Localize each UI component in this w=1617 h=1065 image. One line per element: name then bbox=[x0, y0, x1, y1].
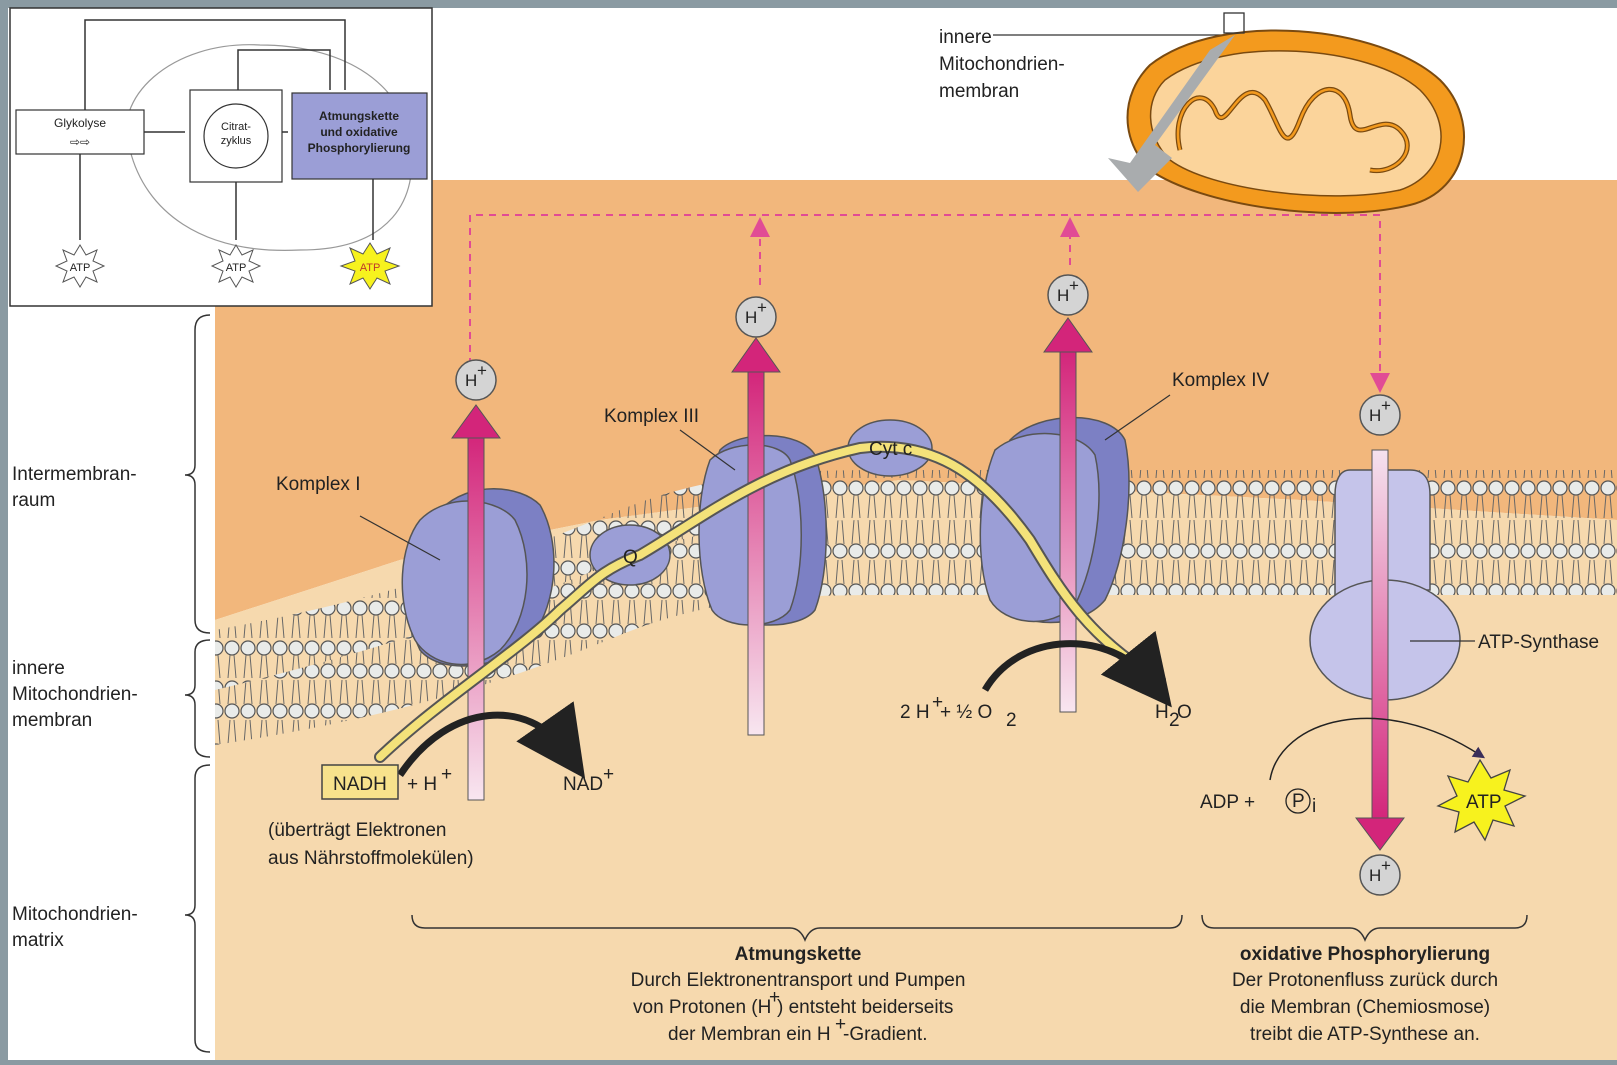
overview-citrat-line-1: Citrat- bbox=[221, 121, 251, 133]
nad-plus-sup: + bbox=[603, 764, 614, 785]
pi-label: P bbox=[1292, 791, 1305, 812]
overview-inset: Glykolyse ⇨⇨ Citrat- zyklus Atmungskette… bbox=[10, 8, 432, 306]
h-ion-1-text: H bbox=[465, 371, 477, 390]
h-ion-synthase-out: H + bbox=[1360, 855, 1400, 895]
h-ion-4-sup: + bbox=[1069, 276, 1079, 295]
h-ion-4: H + bbox=[1048, 275, 1088, 315]
overview-atp-1: ATP bbox=[70, 262, 91, 274]
side-label-intermembran-2: raum bbox=[12, 490, 55, 511]
overview-atmung-line-2: und oxidative bbox=[320, 125, 398, 139]
h-ion-1: H + bbox=[456, 360, 496, 400]
pi-sub: i bbox=[1312, 796, 1316, 817]
side-label-innere-2: Mitochondrien- bbox=[12, 684, 138, 705]
overview-glykolyse-arrows: ⇨⇨ bbox=[70, 135, 90, 149]
nadh-plus-h-label: + H bbox=[407, 774, 437, 795]
komplex-1-label: Komplex I bbox=[276, 474, 360, 495]
h2o-o: O bbox=[1177, 702, 1192, 723]
cytc-label: Cyt c bbox=[869, 439, 912, 460]
elektronen-line-2: aus Nährstoffmolekülen) bbox=[268, 848, 474, 869]
h-ion-4-text: H bbox=[1057, 286, 1069, 305]
caption-oxphos-line-3: treibt die ATP-Synthese an. bbox=[1250, 1024, 1480, 1045]
overview-atmung-line-1: Atmungskette bbox=[319, 109, 399, 123]
mito-label-line-3: membran bbox=[939, 81, 1019, 102]
elektronen-line-1: (überträgt Elektronen bbox=[268, 820, 447, 841]
caption-oxphos-line-1: Der Protonenfluss zurück durch bbox=[1232, 970, 1498, 991]
overview-glykolyse-label: Glykolyse bbox=[54, 116, 106, 130]
side-label-matrix-1: Mitochondrien- bbox=[12, 904, 138, 925]
side-label-matrix-2: matrix bbox=[12, 930, 64, 951]
overview-atmung-line-3: Phosphorylierung bbox=[308, 141, 411, 155]
caption-atmung-title: Atmungskette bbox=[735, 944, 862, 965]
h-ion-synthase-in: H + bbox=[1360, 395, 1400, 435]
komplex-4-protein bbox=[980, 418, 1129, 623]
caption-oxphos-line-2: die Membran (Chemiosmose) bbox=[1240, 997, 1490, 1018]
h-ion-3-text: H bbox=[745, 308, 757, 327]
h-ion-synthase-in-text: H bbox=[1369, 406, 1381, 425]
overview-citrat-line-2: zyklus bbox=[221, 135, 252, 147]
caption-atmung-line-1: Durch Elektronentransport und Pumpen bbox=[631, 970, 966, 991]
atp-synthase-label: ATP-Synthase bbox=[1478, 632, 1599, 653]
h-ion-3-sup: + bbox=[757, 298, 767, 317]
h-ion-3: H + bbox=[736, 297, 776, 337]
nadh-label: NADH bbox=[333, 774, 387, 795]
h-ion-1-sup: + bbox=[477, 361, 487, 380]
overview-atp-2: ATP bbox=[226, 262, 247, 274]
side-label-innere-1: innere bbox=[12, 658, 65, 679]
nadh-plus-h-sup: + bbox=[441, 764, 452, 785]
oxygen-eq-rest: + ½ O bbox=[940, 702, 992, 723]
h-ion-synthase-out-sup: + bbox=[1381, 856, 1391, 875]
h2o-h: H bbox=[1155, 702, 1169, 723]
mito-label-line-1: innere bbox=[939, 27, 992, 48]
komplex-4-label: Komplex IV bbox=[1172, 370, 1269, 391]
h-ion-synthase-out-text: H bbox=[1369, 866, 1381, 885]
nad-plus-label: NAD bbox=[563, 774, 603, 795]
oxygen-eq-2h: 2 H bbox=[900, 702, 930, 723]
oxygen-eq-sub: 2 bbox=[1006, 710, 1017, 731]
caption-atmung-line-3a: der Membran ein H bbox=[668, 1024, 831, 1045]
mito-label-line-2: Mitochondrien- bbox=[939, 54, 1065, 75]
h-ion-synthase-in-sup: + bbox=[1381, 396, 1391, 415]
q-label: Q bbox=[623, 547, 638, 568]
caption-atmung-line-2a: von Protonen (H bbox=[633, 997, 771, 1018]
caption-atmung-line-3b: -Gradient. bbox=[843, 1024, 927, 1045]
caption-oxphos-title: oxidative Phosphorylierung bbox=[1240, 944, 1490, 965]
caption-atmung-line-2b: ) entsteht beiderseits bbox=[777, 997, 953, 1018]
side-label-innere-3: membran bbox=[12, 710, 92, 731]
overview-atp-3: ATP bbox=[360, 262, 381, 274]
komplex-3-label: Komplex III bbox=[604, 406, 699, 427]
side-label-intermembran-1: Intermembran- bbox=[12, 464, 137, 485]
adp-label: ADP + bbox=[1200, 792, 1255, 813]
atp-product-label: ATP bbox=[1466, 792, 1502, 813]
